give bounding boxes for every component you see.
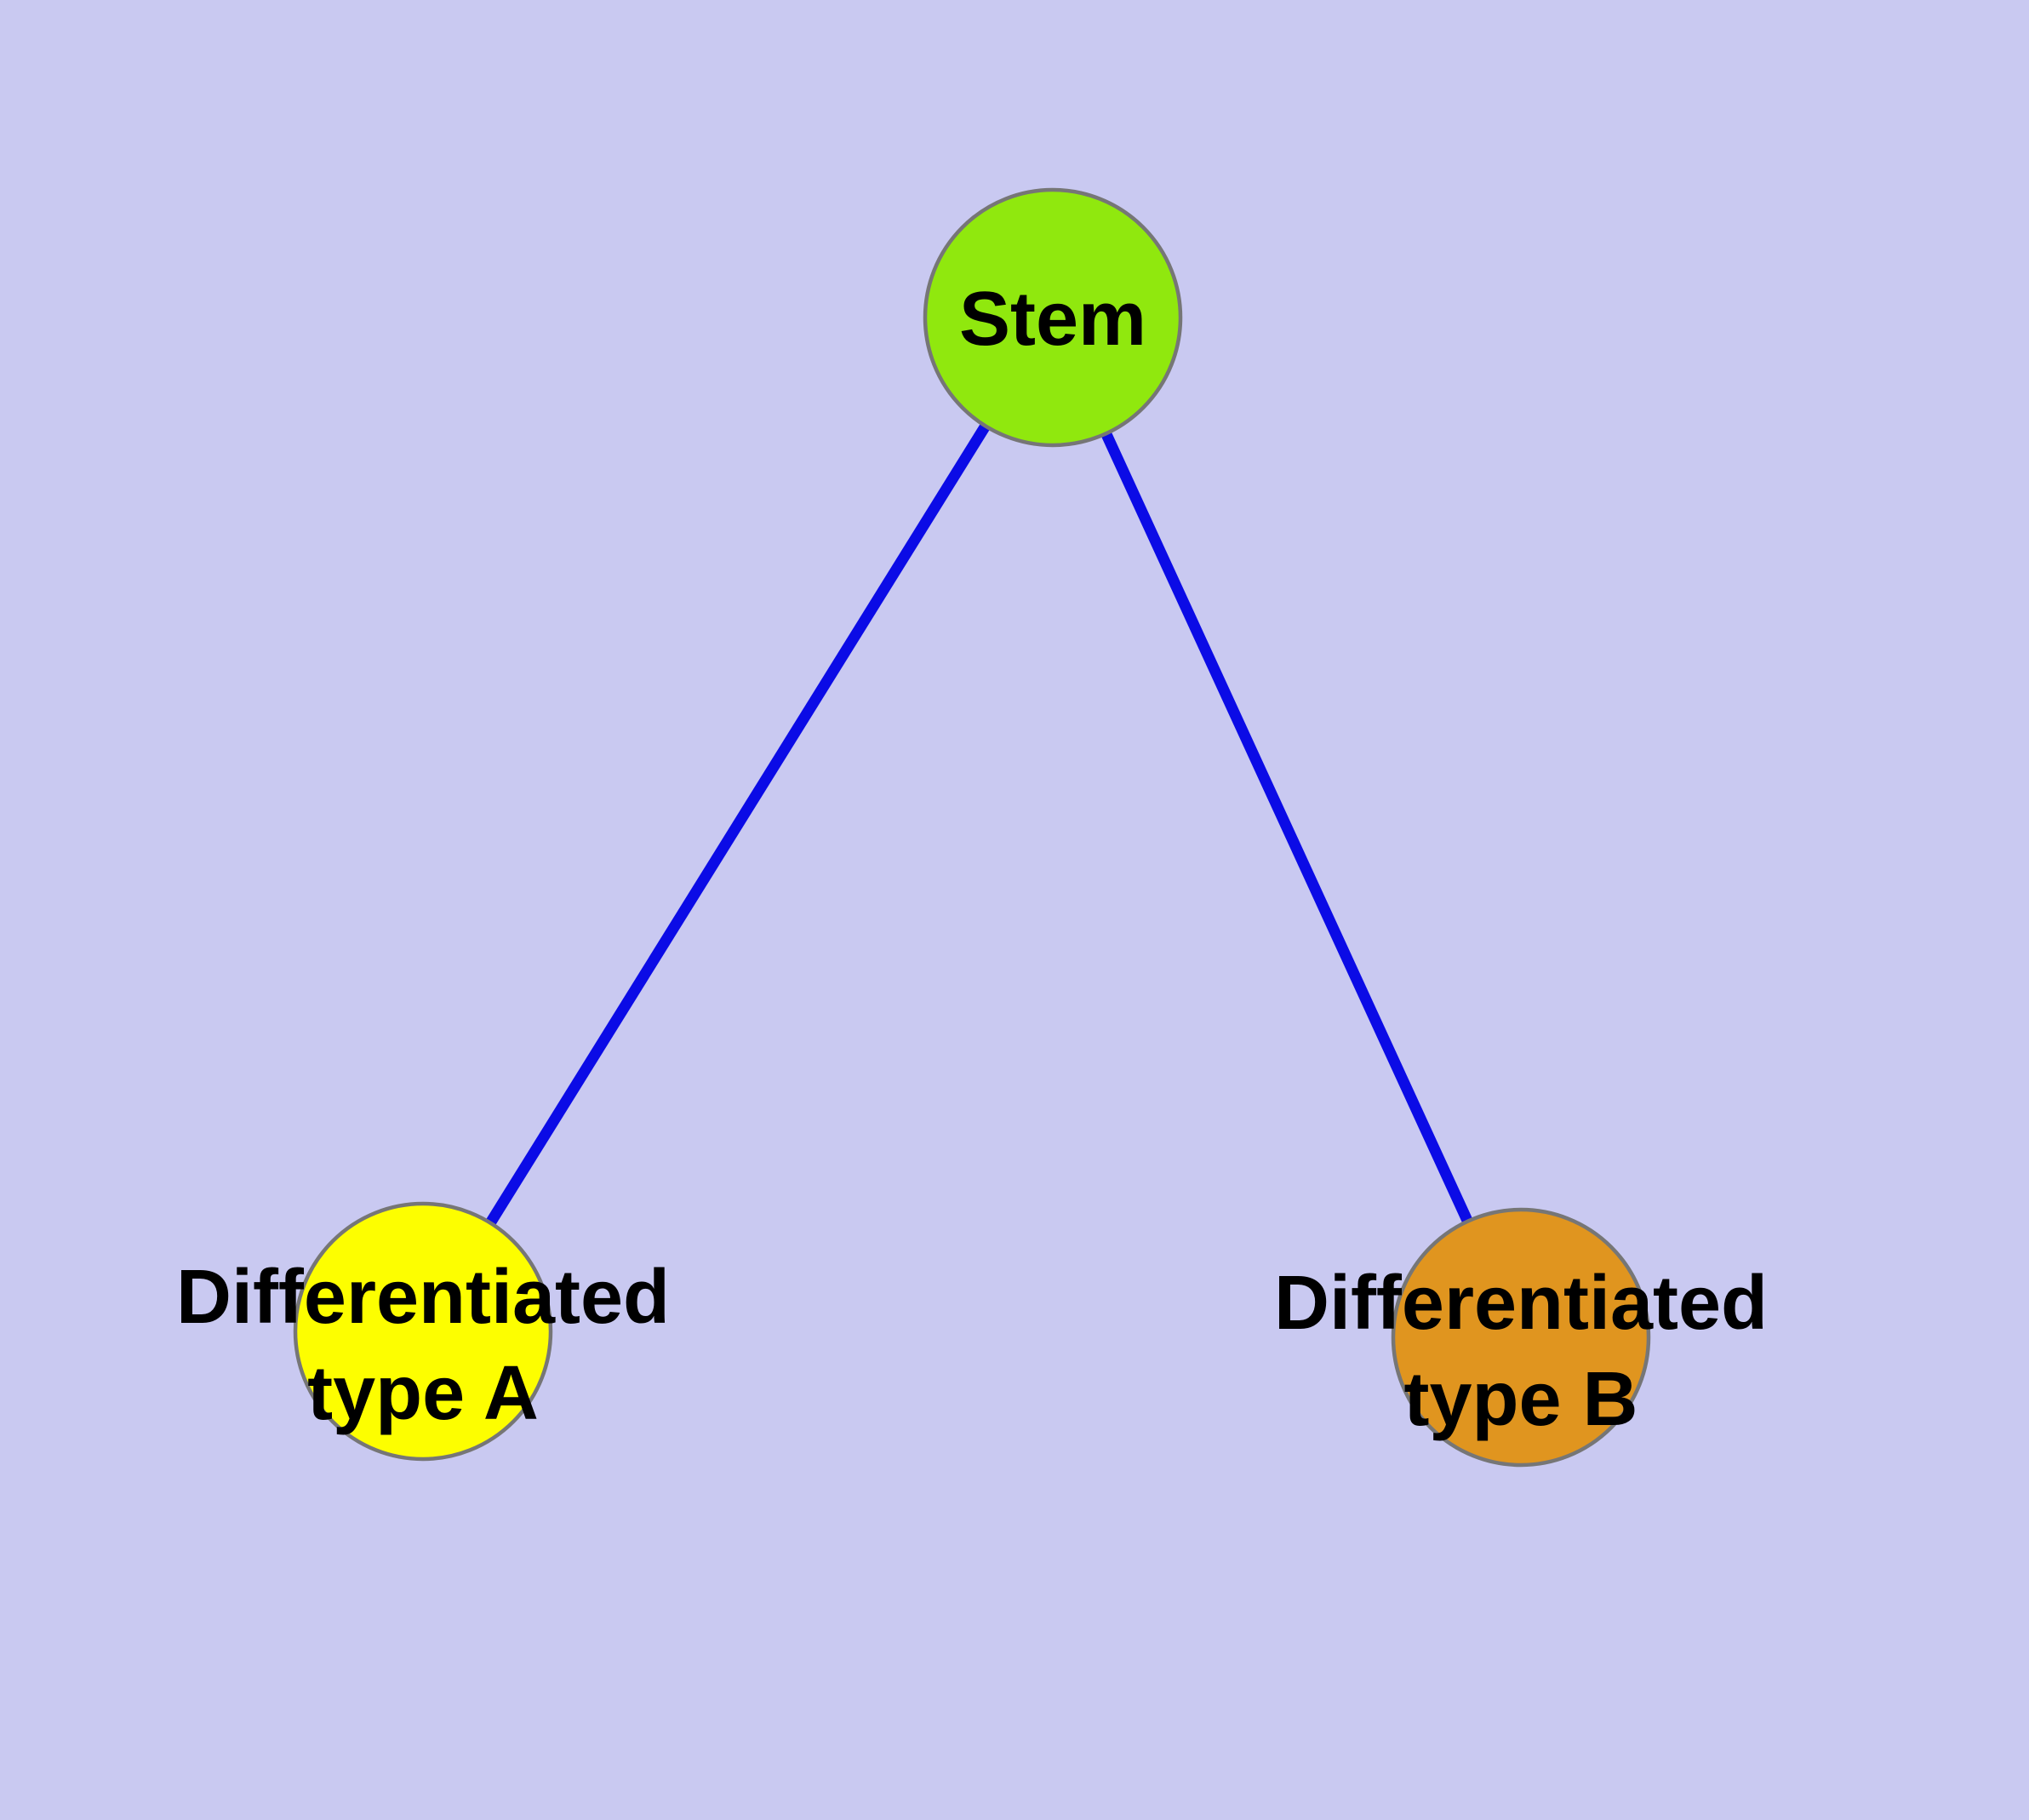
node-stem [923, 187, 1183, 448]
node-label-stem: Stem [959, 277, 1146, 362]
node-label-type-a-line1: Differentiated [176, 1255, 670, 1340]
node-type-a [293, 1201, 553, 1462]
edge-stem-to-type-a [418, 314, 1058, 1335]
node-type-b [1391, 1207, 1651, 1468]
node-label-type-b-line1: Differentiated [1274, 1261, 1768, 1346]
node-label-type-b-line2: type B [1403, 1357, 1637, 1442]
edge-stem-to-type-b [1048, 315, 1526, 1340]
node-label-type-a-line2: type A [307, 1351, 539, 1436]
